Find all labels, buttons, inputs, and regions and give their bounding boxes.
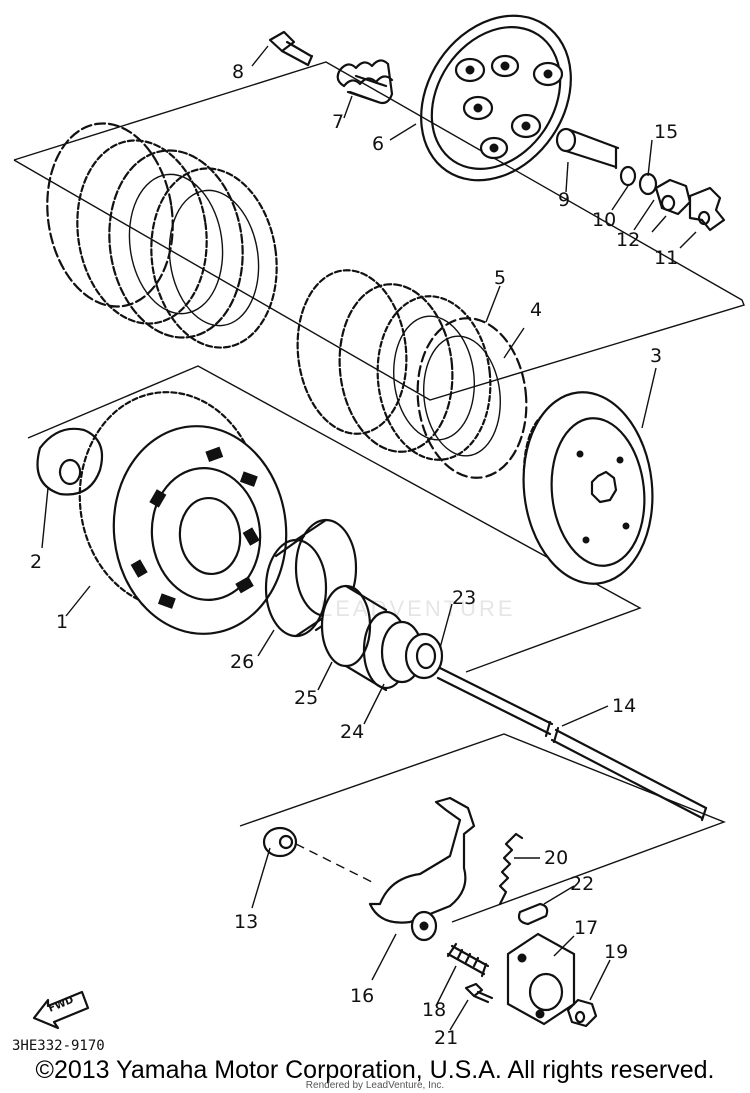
part-20-spring-shape	[498, 832, 524, 906]
watermark: LEADVENTURE	[320, 596, 516, 621]
part-7-spring-shape	[336, 59, 394, 105]
part-label: 19	[604, 941, 628, 963]
part-label: 1	[56, 611, 68, 633]
frame-clutch-plates	[13, 61, 745, 401]
part-21-screw-shape	[464, 982, 494, 1004]
part-10-washer-shape	[619, 165, 637, 187]
part-label: 14	[612, 695, 636, 717]
copyright-notice: ©2013 Yamaha Motor Corporation, U.S.A. A…	[35, 1056, 715, 1084]
part-23-collar-shape	[404, 632, 444, 680]
frame-clutch-housing	[27, 365, 642, 673]
part-label: 9	[558, 189, 570, 211]
part-14-long-push-rod-shape	[436, 666, 708, 822]
part-label: 2	[30, 551, 42, 573]
part-label: 11	[654, 247, 678, 269]
part-label: 10	[592, 209, 616, 231]
part-16-push-lever-shape	[368, 796, 476, 942]
part-15-ring-shape	[638, 172, 658, 196]
part-label: 21	[434, 1027, 458, 1049]
friction-plates-middle-shape	[296, 269, 528, 479]
part-label: 3	[650, 345, 662, 367]
part-8-bolt-shape	[268, 30, 314, 67]
part-label: 17	[574, 917, 598, 939]
part-12-nut-shape	[654, 178, 692, 216]
friction-plates-left-shape	[46, 122, 278, 349]
fwd-arrow-icon: FWD	[32, 990, 90, 1030]
rendered-by-note: Rendered by LeadVenture, Inc.	[305, 1080, 445, 1091]
frame-push-lever	[239, 733, 726, 923]
part-3-clutch-boss-shape	[522, 391, 654, 585]
leader-lines	[41, 45, 697, 1031]
part-label: 25	[294, 687, 318, 709]
part-1-primary-driven-gear-shape	[78, 391, 288, 635]
drawing-code: 3HE332-9170	[12, 1038, 105, 1054]
part-label: 24	[340, 721, 364, 743]
part-19-nut-shape	[566, 998, 598, 1028]
part-label: 26	[230, 651, 254, 673]
part-label: 7	[332, 111, 344, 133]
part-label: 4	[530, 299, 542, 321]
assembly-line-lower	[295, 843, 377, 885]
part-label: 18	[422, 999, 446, 1021]
part-9-push-rod-shape	[555, 127, 620, 170]
part-label: 16	[350, 985, 374, 1007]
fwd-label: FWD	[47, 995, 75, 1015]
part-6-pressure-plate-shape	[420, 14, 572, 182]
part-18-adjust-screw-shape	[446, 942, 490, 978]
part-11-lock-washer-shape	[688, 186, 726, 232]
part-label: 20	[544, 847, 568, 869]
part-label: 8	[232, 61, 244, 83]
part-2-thrust-washer-shape	[36, 427, 104, 496]
part-label: 6	[372, 133, 384, 155]
part-label: 5	[494, 267, 506, 289]
part-labels: 8 7 6 9 10 12 15 11 5 4 3 2 1 26 25 24 2…	[30, 61, 678, 1049]
part-label: 15	[654, 121, 678, 143]
part-label: 13	[234, 911, 258, 933]
part-label: 12	[616, 229, 640, 251]
part-25-spacer-shape	[320, 584, 410, 692]
part-13-oil-seal-shape	[262, 826, 298, 858]
part-17-cover-shape	[506, 932, 576, 1026]
part-22-pin-shape	[517, 902, 549, 926]
part-label: 22	[570, 873, 594, 895]
part-label: 23	[452, 587, 476, 609]
